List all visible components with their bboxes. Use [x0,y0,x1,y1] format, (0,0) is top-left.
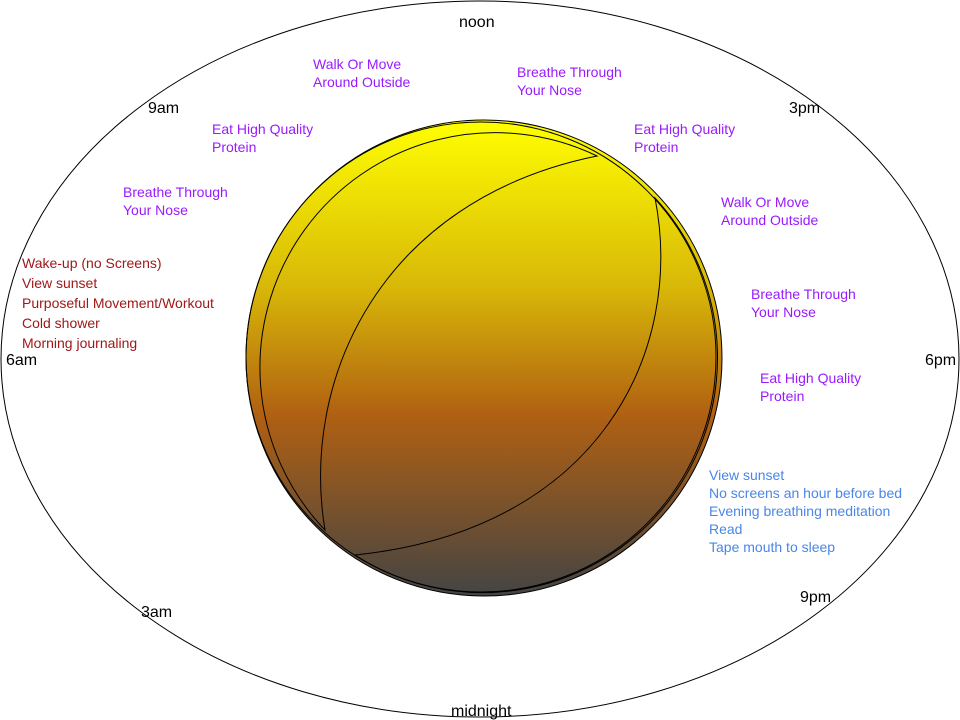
time-6pm: 6pm [925,352,956,369]
time-labels: noon 9am 3pm 6am 6pm 3am 9pm midnight [6,14,956,720]
evening-routine-list: View sunset No screens an hour before be… [709,467,906,555]
morning-routine-list: Wake-up (no Screens) View sunset Purpose… [22,255,218,351]
sun-sphere [245,119,723,597]
time-9pm: 9pm [800,589,831,606]
time-9am: 9am [148,100,179,117]
time-midnight: midnight [451,703,512,720]
time-3pm: 3pm [789,100,820,117]
time-noon: noon [459,14,495,31]
time-6am: 6am [6,352,37,369]
time-3am: 3am [141,604,172,621]
